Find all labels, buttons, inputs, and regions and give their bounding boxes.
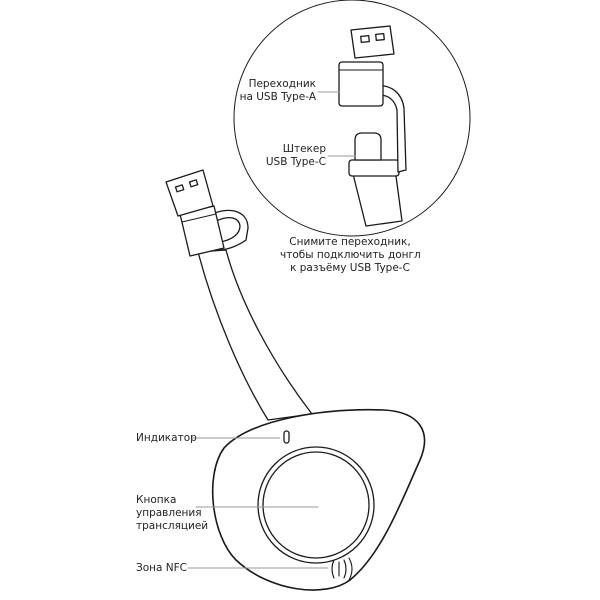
label-usb-c-plug-line2: USB Type-C	[265, 156, 326, 168]
dongle-main	[165, 169, 426, 591]
label-control-button-line3: трансляцией	[136, 520, 209, 532]
instruction-line3: к разъёму USB Type-C	[290, 262, 410, 274]
detail-view	[338, 25, 407, 227]
indicator-led-icon	[283, 430, 290, 444]
label-indicator: Индикатор	[136, 432, 197, 445]
label-control-button: Кнопка управления трансляцией	[136, 494, 208, 533]
detail-zoom-circle	[233, 0, 471, 237]
main-usb-a-plug	[165, 169, 214, 217]
label-control-button-line1: Кнопка	[136, 494, 177, 506]
label-usb-c-plug: Штекер USB Type-C	[250, 143, 326, 169]
label-usb-c-plug-line1: Штекер	[282, 143, 326, 155]
label-indicator-text: Индикатор	[136, 432, 197, 444]
instruction-line2: чтобы подключить донгл	[280, 249, 421, 261]
label-usb-a-adapter-line2: на USB Type-A	[239, 91, 316, 103]
usb-a-plug-icon	[350, 25, 395, 59]
label-control-button-line2: управления	[136, 507, 202, 519]
main-cable	[197, 249, 313, 421]
detail-loop-strap	[375, 85, 407, 173]
detail-cable	[351, 169, 403, 227]
usb-c-plug-icon	[354, 132, 382, 161]
detail-usb-a-adapter	[338, 61, 384, 107]
instruction-text: Снимите переходник, чтобы подключить дон…	[280, 236, 421, 275]
label-usb-a-adapter: Переходник на USB Type-A	[228, 78, 316, 104]
label-nfc-zone: Зона NFC	[136, 562, 187, 575]
control-button	[262, 451, 370, 559]
label-nfc-zone-text: Зона NFC	[136, 562, 188, 574]
label-usb-a-adapter-line1: Переходник	[248, 78, 316, 90]
leader-lines	[187, 91, 356, 569]
instruction-line1: Снимите переходник,	[289, 236, 411, 248]
detail-usb-c-collar	[348, 159, 400, 177]
nfc-icon	[331, 557, 353, 581]
